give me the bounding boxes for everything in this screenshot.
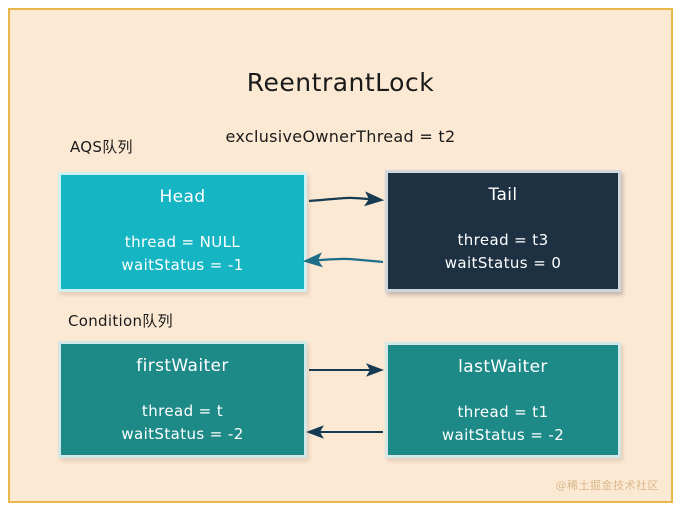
- watermark: @稀土掘金技术社区: [555, 479, 659, 492]
- arrow-tail-to-head: [302, 252, 384, 268]
- node-tail-waitstatus: waitStatus = 0: [444, 254, 562, 272]
- node-last-waiter-waitstatus: waitStatus = -2: [441, 426, 565, 444]
- exclusive-owner-thread-label: exclusiveOwnerThread = t2: [225, 127, 456, 146]
- node-tail-thread: thread = t3: [457, 231, 549, 249]
- page-title: ReentrantLock: [246, 68, 435, 97]
- node-head: Head thread = NULL waitStatus = -1: [58, 172, 307, 292]
- node-tail: Tail thread = t3 waitStatus = 0: [385, 170, 621, 292]
- node-head-title: Head: [159, 187, 206, 207]
- node-head-thread: thread = NULL: [124, 233, 241, 251]
- node-last-waiter-thread: thread = t1: [457, 403, 549, 421]
- aqs-queue-label: AQS队列: [70, 138, 133, 156]
- node-tail-title: Tail: [488, 185, 518, 205]
- node-head-waitstatus: waitStatus = -1: [121, 256, 244, 274]
- condition-queue-label: Condition队列: [68, 312, 173, 330]
- node-first-waiter-title: firstWaiter: [136, 356, 229, 376]
- node-last-waiter-title: lastWaiter: [458, 357, 548, 377]
- node-first-waiter-thread: thread = t: [141, 402, 224, 420]
- node-first-waiter: firstWaiter thread = t waitStatus = -2: [58, 341, 307, 458]
- node-first-waiter-waitstatus: waitStatus = -2: [121, 425, 244, 443]
- node-last-waiter: lastWaiter thread = t1 waitStatus = -2: [385, 342, 621, 458]
- arrow-head-to-tail: [308, 191, 385, 207]
